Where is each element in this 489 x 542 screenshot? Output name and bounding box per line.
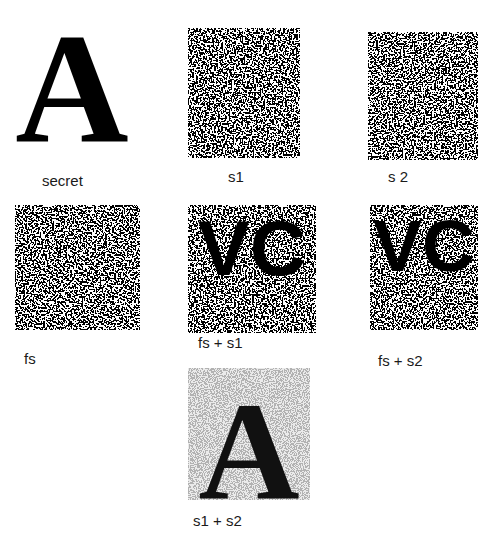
share-image: As1 + s2 [188, 368, 310, 500]
noise-share: fs [15, 205, 140, 330]
image-caption: s1 [228, 168, 244, 185]
image-caption: secret [42, 172, 83, 189]
image-caption: s1 + s2 [193, 512, 242, 529]
image-letters: A [188, 368, 310, 522]
image-caption: fs + s2 [378, 352, 423, 369]
image-caption: s 2 [388, 168, 408, 185]
share-noise [370, 205, 478, 330]
noise-share: s 2 [368, 32, 478, 160]
noise-share: s1 [188, 28, 300, 158]
image-letters: VC [370, 205, 478, 282]
share-noise [368, 32, 478, 160]
share-image: VCfs + s2 [370, 205, 478, 330]
share-noise [188, 28, 300, 158]
image-caption: fs [24, 350, 36, 367]
share-noise [15, 205, 140, 330]
share-image: VCfs + s1 [188, 205, 316, 333]
image-caption: fs + s1 [198, 334, 243, 351]
share-noise [188, 205, 316, 333]
image-letters: A [12, 8, 132, 167]
image-letters: VC [188, 205, 316, 287]
share-image: Asecret [12, 8, 132, 163]
